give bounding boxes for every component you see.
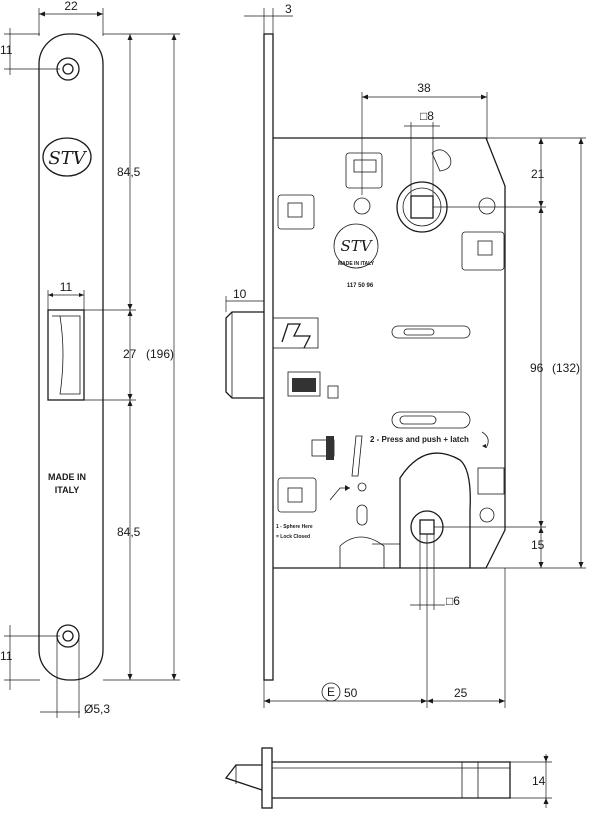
lower-slot <box>391 411 471 429</box>
bottom-front-plate <box>261 747 273 809</box>
dim-96-text: 96 <box>530 361 544 375</box>
cam-icon <box>311 435 363 477</box>
product-code: 117 50 96 <box>347 283 374 289</box>
dim-upper-text: 84,5 <box>117 165 141 179</box>
dim-vertical-chain: 84,5 27 84,5 <box>84 33 180 681</box>
rotate-arrow-icon <box>481 431 489 449</box>
right-slot <box>461 231 505 271</box>
bottom-notch <box>339 536 385 568</box>
faceplate-bottom-hole-inner <box>62 630 74 642</box>
cylinder-cam <box>372 452 471 568</box>
dim-total-height: (196) <box>146 34 177 680</box>
mid-slot <box>391 325 471 339</box>
bottom-view: 14 <box>224 747 552 809</box>
dim-width-text: 22 <box>64 0 78 13</box>
lockbody-logo-sub: MADE IN ITALY <box>338 261 375 267</box>
dim-e-text: E <box>327 685 335 699</box>
lockbody-logo: STV MADE IN ITALY <box>333 223 379 269</box>
fixing-hole-left <box>353 197 371 215</box>
latch-window <box>47 309 85 401</box>
instruction-2: 2 - Press and push + latch <box>370 435 469 444</box>
dim-window-width: 11 <box>47 280 85 310</box>
dim-hole-diameter: Ø5,3 <box>40 636 110 718</box>
faceplate-bottom-hole-outer <box>56 624 80 648</box>
made-in-label-1: MADE IN <box>48 472 86 482</box>
latch-bolt <box>225 311 264 399</box>
faceplate-logo: STV <box>42 137 92 177</box>
dim-latch-projection: 10 <box>225 287 264 312</box>
front-plate <box>263 33 274 681</box>
lockbody-logo-text: STV <box>340 237 373 255</box>
instruction-1a: 1 - Sphere Here <box>276 524 313 530</box>
faceplate-top-hole-inner <box>62 63 74 75</box>
dim-window-w-text: 11 <box>60 280 73 294</box>
dim-sq6-text: □6 <box>446 594 460 608</box>
dim-10-text: 10 <box>233 287 247 301</box>
faceplate-logo-text: STV <box>48 148 87 169</box>
dim-15-text: 15 <box>531 538 545 552</box>
right-slot-bottom <box>477 467 505 495</box>
dim-hole-bottom-text: 11 <box>0 649 13 663</box>
faceplate-top-hole-outer <box>56 57 80 81</box>
dim-21-text: 21 <box>531 167 545 181</box>
dim-25-text: 25 <box>454 686 468 700</box>
dim-faceplate-width: 22 <box>38 0 104 36</box>
bottom-latch <box>224 764 263 791</box>
faceplate: STV MADE IN ITALY 22 11 11 <box>0 0 180 718</box>
dim-case-thickness: 14 <box>510 754 552 808</box>
dim-sq8-text: □8 <box>420 109 434 123</box>
left-slot-bottom <box>277 477 317 513</box>
backset-e-icon <box>321 682 341 702</box>
case-outline <box>273 137 506 569</box>
top-slot <box>345 152 383 189</box>
dim-hole-top: 11 <box>0 28 60 75</box>
dim-cylinder-square: □6 <box>410 534 460 610</box>
lock-body: STV MADE IN ITALY 117 50 96 2 - Press an… <box>225 2 586 708</box>
fixing-hole-right <box>478 197 496 215</box>
faceplate-outline <box>38 33 104 681</box>
dim-right-chain: 21 96 15 (132) <box>433 137 586 569</box>
dim-total-text: (196) <box>146 347 174 361</box>
dim-backset-bottom: E 50 25 <box>263 534 506 708</box>
dim-spindle-square: □8 <box>404 109 440 196</box>
dim-hole-top-text: 11 <box>0 43 13 57</box>
instruction-1b: = Lock Closed <box>276 534 310 540</box>
dim-38-text: 38 <box>417 81 431 95</box>
made-in-label-2: ITALY <box>55 485 80 495</box>
dim-backset-spindle: 38 <box>361 81 488 195</box>
dim-14-text: 14 <box>532 774 546 788</box>
dim-plate-text: 3 <box>285 2 292 16</box>
latch-mechanism <box>272 317 339 399</box>
dim-50-text: 50 <box>344 686 358 700</box>
dim-hole-bottom: 11 <box>0 625 60 690</box>
bottom-case <box>272 761 511 799</box>
dim-window-h-text: 27 <box>123 347 137 361</box>
left-slot-top <box>277 194 315 230</box>
top-hook <box>431 149 452 172</box>
dim-132-text: (132) <box>552 361 580 375</box>
dim-lower-text: 84,5 <box>117 525 141 539</box>
dim-plate-thickness: 3 <box>244 2 293 34</box>
dim-hole-dia-text: Ø5,3 <box>84 702 110 716</box>
